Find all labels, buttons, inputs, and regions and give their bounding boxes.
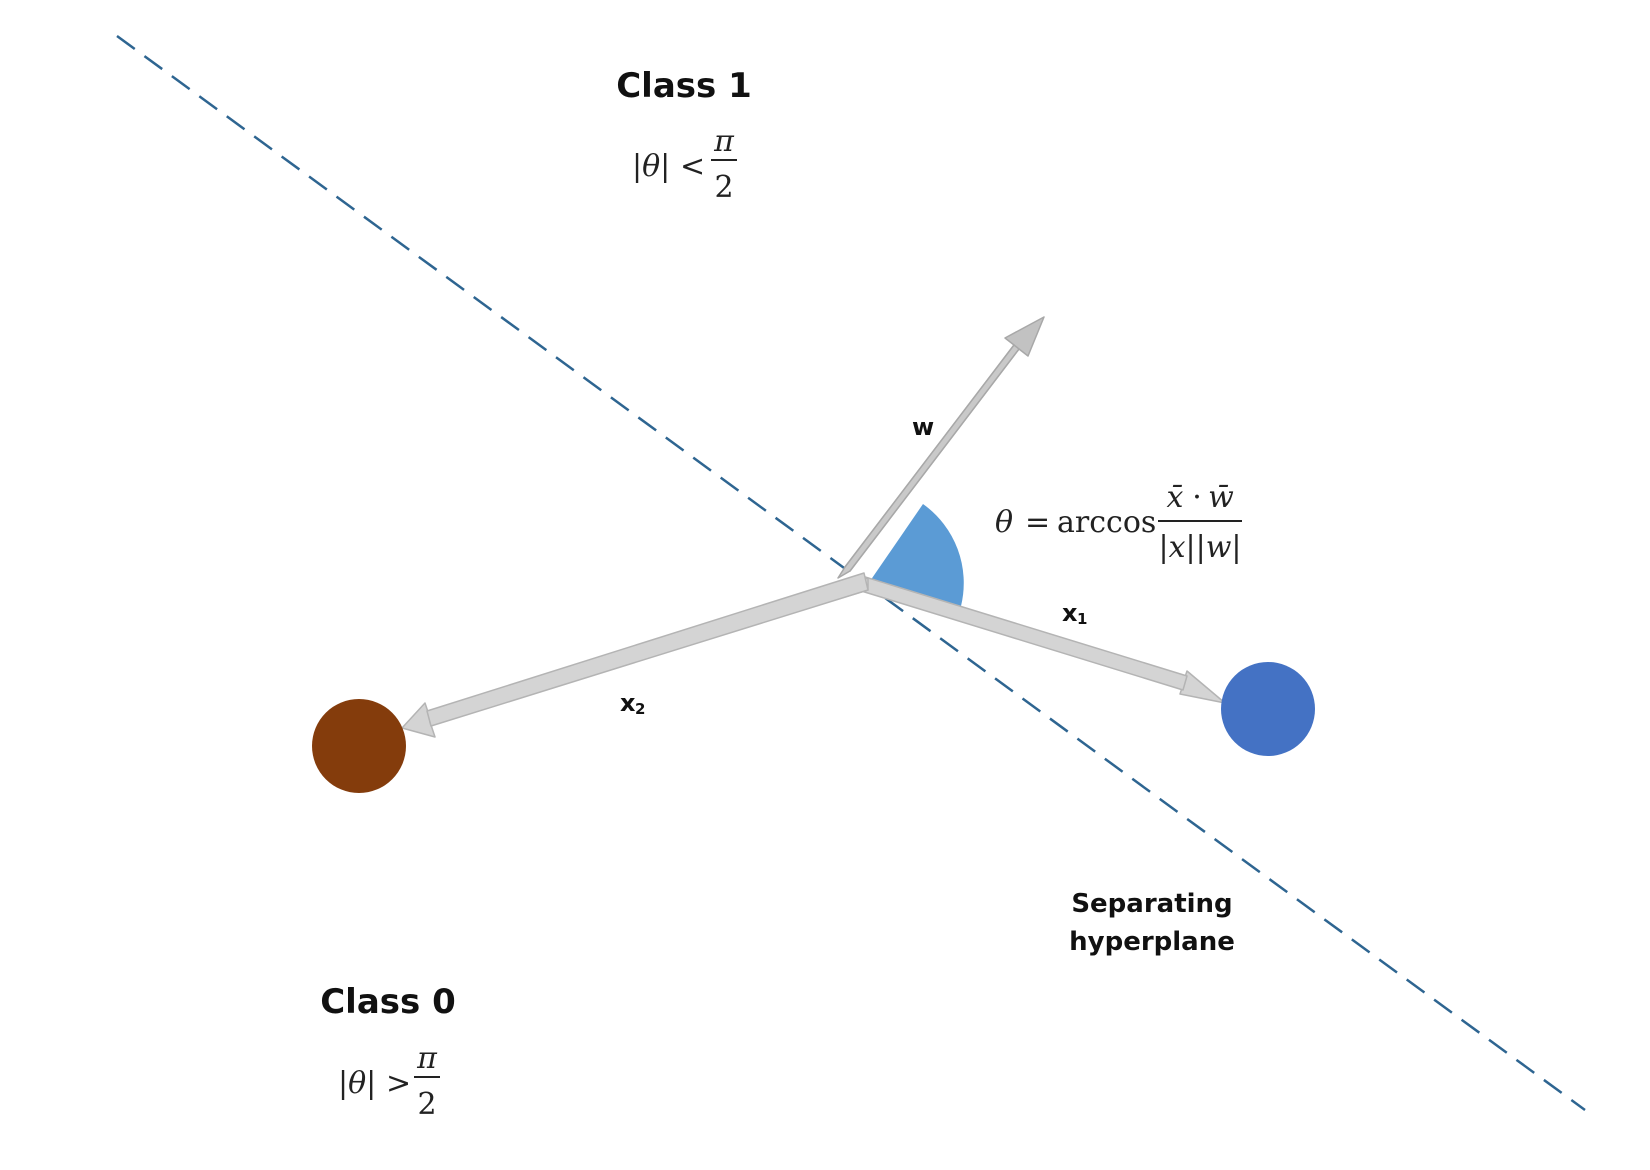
svg-text:2: 2 — [417, 1087, 436, 1122]
svg-text:arccos: arccos — [1057, 505, 1156, 540]
svg-text:x: x — [1062, 599, 1078, 627]
svg-text:w̄: w̄ — [1208, 480, 1234, 515]
x1-vector-label: x 1 — [1062, 599, 1087, 628]
x2-vector-label: x 2 — [620, 689, 645, 718]
svg-text:1: 1 — [1077, 610, 1087, 628]
svg-text:2: 2 — [714, 170, 733, 205]
class1-point-circle-icon — [1221, 662, 1315, 756]
svg-text:θ: θ — [995, 505, 1013, 540]
svg-text:Separating: Separating — [1071, 889, 1232, 919]
class0-title: Class 0 — [320, 982, 456, 1022]
svg-text:<: < — [680, 149, 705, 184]
svg-text:hyperplane: hyperplane — [1069, 927, 1235, 957]
class0-point-circle-icon — [312, 699, 406, 793]
x1-vector-shaft — [857, 575, 1188, 691]
svg-text:x: x — [620, 689, 636, 717]
svg-text:x̄: x̄ — [1167, 480, 1184, 515]
class1-condition: |θ| < π 2 — [632, 124, 737, 205]
svg-text:|x||w|: |x||w| — [1158, 530, 1241, 565]
svg-text:π: π — [713, 124, 735, 159]
separating-hyperplane-line — [116, 34, 1586, 1112]
w-vector-shaft — [837, 344, 1020, 579]
class0-condition: |θ| > π 2 — [338, 1041, 440, 1122]
svg-text:=: = — [1025, 505, 1050, 540]
svg-text:>: > — [386, 1066, 411, 1101]
class1-title: Class 1 — [616, 66, 752, 106]
theta-formula: θ = arccos x̄ · w̄ |x||w| — [995, 480, 1242, 565]
svg-text:|θ|: |θ| — [632, 149, 670, 184]
svg-text:2: 2 — [635, 700, 645, 718]
x2-vector-shaft — [426, 572, 869, 727]
svg-text:·: · — [1192, 480, 1202, 515]
hyperplane-label: Separating hyperplane — [1069, 889, 1235, 957]
svg-text:π: π — [416, 1041, 438, 1076]
angle-theta-wedge — [868, 504, 964, 606]
w-vector-label: w — [912, 413, 934, 441]
svg-text:|θ|: |θ| — [338, 1066, 376, 1101]
